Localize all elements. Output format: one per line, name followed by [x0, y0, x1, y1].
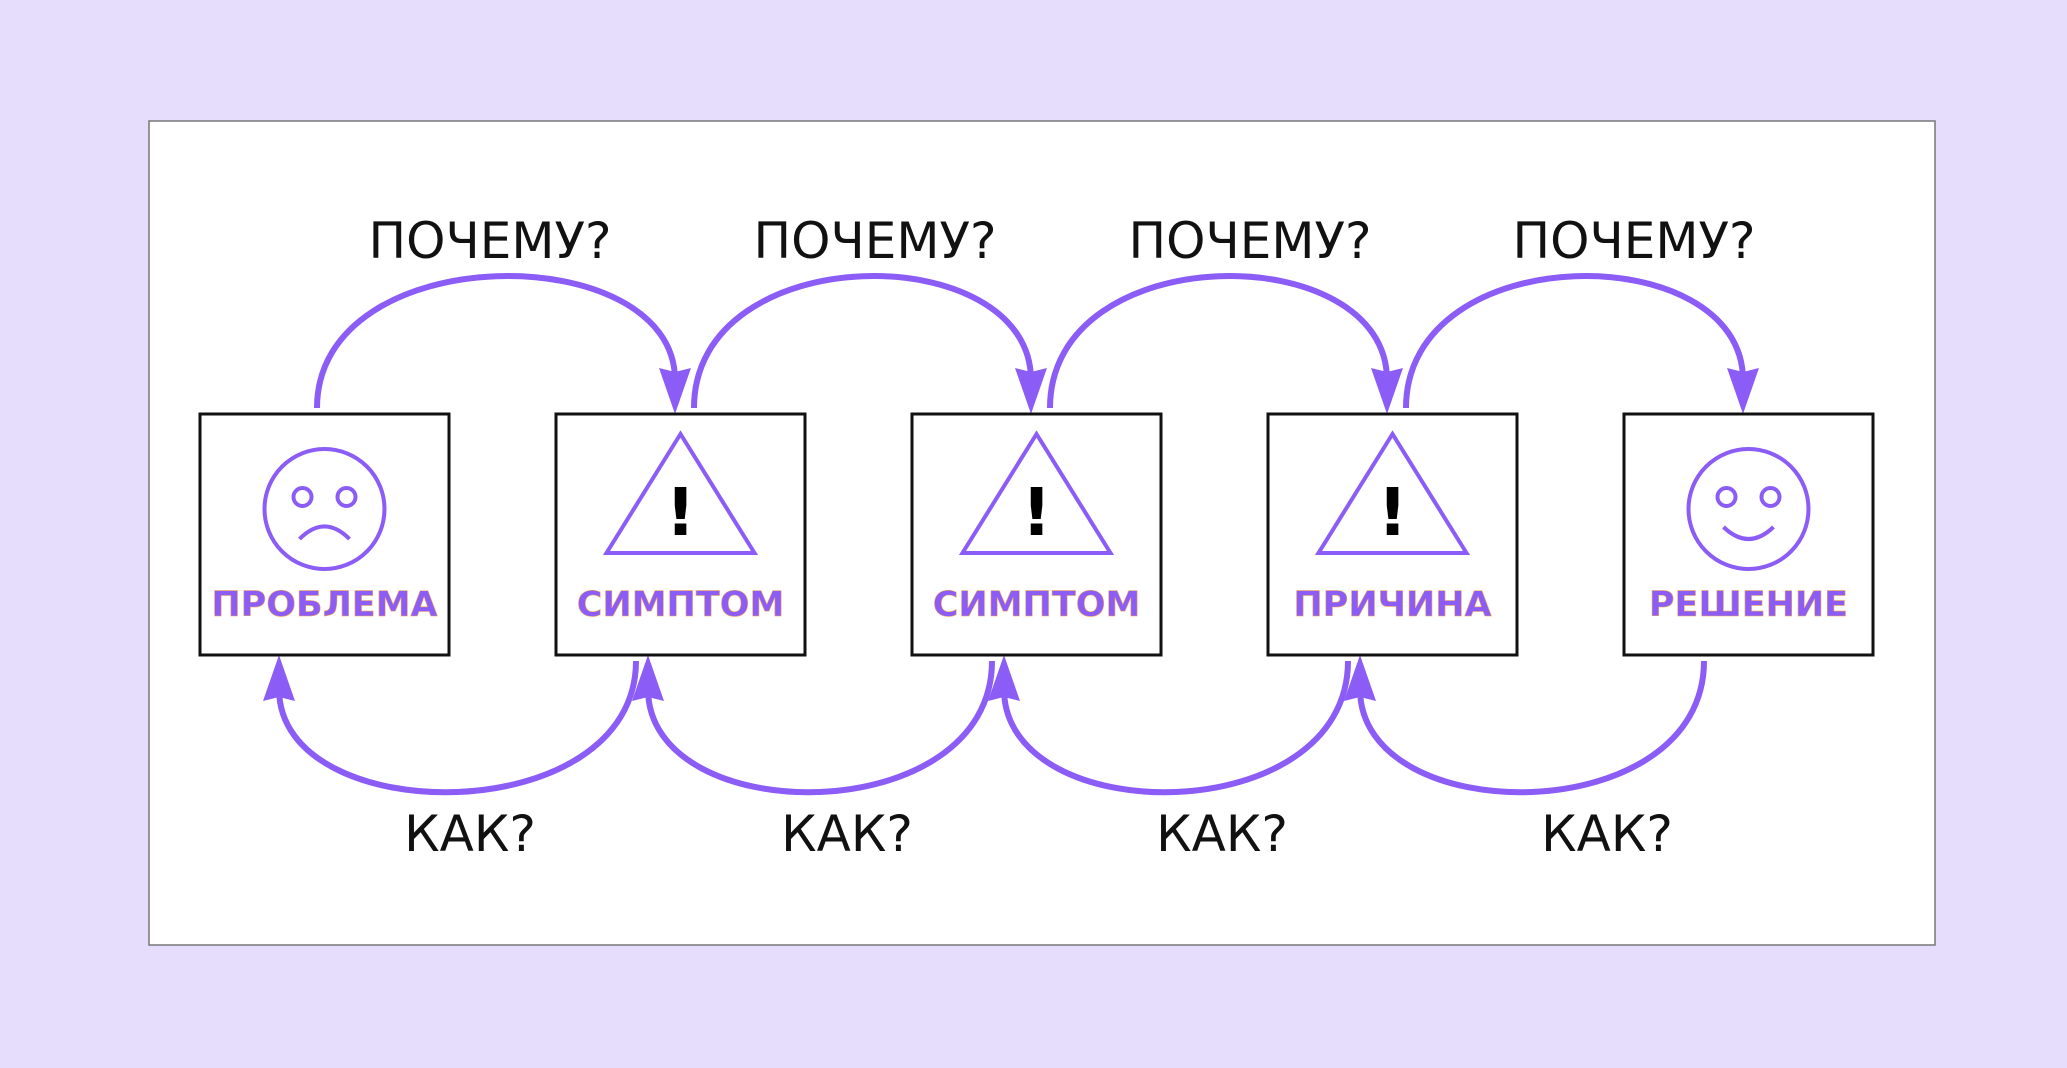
how-arrow — [1357, 660, 1707, 796]
how-label: КАК? — [404, 805, 536, 863]
node-box — [910, 412, 1163, 657]
why-label: ПОЧЕМУ? — [754, 212, 997, 270]
node-label: СИМПТОМ — [577, 585, 785, 625]
arrowhead-up-icon — [263, 655, 295, 701]
node-3: ! СИМПТОМ — [910, 412, 1163, 657]
why-label: ПОЧЕМУ? — [1129, 212, 1372, 270]
exclamation-mark: ! — [1021, 474, 1051, 551]
how-label: КАК? — [1541, 805, 1673, 863]
arrowhead-up-icon — [988, 655, 1020, 701]
warning-triangle-icon — [958, 430, 1115, 555]
node-2: ! СИМПТОМ — [554, 412, 807, 657]
node-box — [554, 412, 807, 657]
node-box — [1266, 412, 1519, 657]
how-arrow — [276, 660, 639, 796]
node-box — [1622, 412, 1875, 657]
why-label: ПОЧЕМУ? — [1513, 212, 1756, 270]
how-arrow — [645, 660, 995, 796]
warning-triangle-icon — [602, 430, 759, 555]
node-1: ПРОБЛЕМА — [198, 412, 451, 657]
how-arrow — [1001, 660, 1351, 796]
exclamation-mark: ! — [665, 474, 695, 551]
why-arrow — [1403, 273, 1746, 409]
warning-triangle-icon — [1314, 430, 1471, 555]
why-arrow — [691, 273, 1034, 409]
arrowhead-up-icon — [1344, 655, 1376, 701]
arrowhead-down-icon — [1015, 368, 1047, 414]
node-label: ПРИЧИНА — [1293, 585, 1491, 625]
node-5: РЕШЕНИЕ — [1622, 412, 1875, 657]
why-arrow — [314, 273, 678, 409]
exclamation-mark: ! — [1377, 474, 1407, 551]
arrowhead-down-icon — [1727, 368, 1759, 414]
how-label: КАК? — [781, 805, 913, 863]
arrowhead-down-icon — [659, 368, 691, 414]
happy-face-icon — [1686, 447, 1811, 571]
sad-face-icon — [262, 447, 387, 571]
node-box — [198, 412, 451, 657]
node-label: ПРОБЛЕМА — [211, 585, 437, 625]
how-label: КАК? — [1156, 805, 1288, 863]
arrowhead-down-icon — [1371, 368, 1403, 414]
node-label: СИМПТОМ — [933, 585, 1141, 625]
why-arrow — [1047, 273, 1390, 409]
node-label: РЕШЕНИЕ — [1649, 585, 1848, 625]
node-4: ! ПРИЧИНА — [1266, 412, 1519, 657]
arrowhead-up-icon — [632, 655, 664, 701]
why-label: ПОЧЕМУ? — [369, 212, 612, 270]
